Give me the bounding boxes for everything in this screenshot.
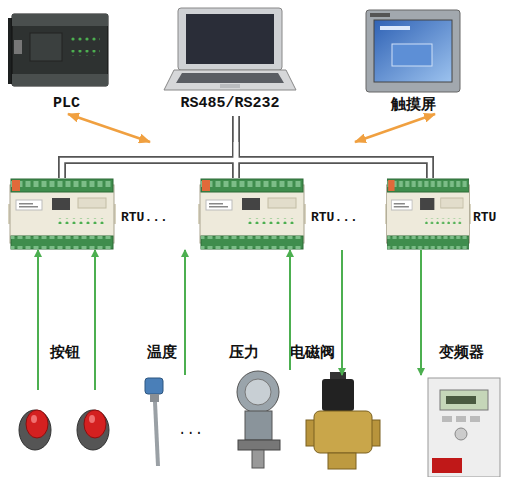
connectors — [38, 114, 435, 390]
solenoid-valve — [306, 372, 380, 469]
laptop — [164, 8, 296, 90]
signal-arrow — [94, 250, 96, 390]
panel-brand — [370, 13, 390, 17]
laptop-touchpad — [220, 84, 240, 88]
probe-fitting — [150, 394, 159, 402]
bus-line-gap — [234, 116, 239, 142]
signal-arrow — [341, 250, 343, 375]
computer-node: RS485/RS232 — [150, 5, 355, 142]
node-label: RS485/RS232 — [170, 95, 290, 112]
bus-line — [62, 142, 236, 178]
screen-graphic — [392, 44, 432, 66]
node-label: 压力 — [224, 343, 264, 362]
inverter-key — [442, 416, 452, 422]
push-buttons — [19, 410, 109, 450]
node-label: RTU... — [121, 210, 168, 225]
bus-line-gap — [236, 142, 430, 178]
temperature-probe — [145, 378, 163, 466]
button-housing — [77, 410, 109, 450]
button-highlight — [31, 415, 37, 423]
bus-stem — [236, 116, 237, 142]
valve-nut — [330, 372, 346, 380]
panel-screen — [374, 20, 452, 82]
laptop-keyboard — [176, 73, 284, 83]
rtu-module — [198, 179, 306, 249]
bus-line-gap — [234, 142, 239, 178]
bus-line-gap — [62, 142, 236, 178]
node-label: 电磁阀 — [288, 343, 336, 362]
transmitter-flange — [238, 440, 280, 450]
laptop-lid — [178, 8, 282, 70]
signal-arrow — [184, 250, 186, 375]
plc-port — [14, 40, 22, 54]
button-cap — [26, 410, 48, 438]
node-label: PLC — [8, 95, 125, 112]
plc-terminal-cover — [12, 14, 108, 26]
panel-bezel — [366, 10, 460, 92]
transmitter-head — [237, 371, 279, 413]
plc-node: PLC — [8, 5, 125, 114]
transmitter-face — [245, 379, 271, 405]
rtu-node: RTU... — [8, 178, 168, 250]
bus-line — [232, 142, 240, 178]
laptop-base — [164, 70, 296, 90]
laptop-screen — [186, 14, 274, 64]
node-label: 触摸屏 — [362, 95, 465, 114]
pressure-node: 压力 — [222, 370, 300, 475]
transmitter-stem — [252, 450, 264, 468]
node-label: RTU — [473, 210, 502, 225]
inverter-logo — [432, 458, 462, 473]
node-label: 按钮 — [45, 343, 85, 362]
plc-body — [12, 14, 108, 86]
probe-head — [145, 378, 163, 394]
valve-base — [328, 453, 356, 469]
bus-line — [232, 116, 240, 142]
link-arrow — [355, 114, 435, 142]
bus-gaps — [62, 142, 430, 178]
rtu-module — [8, 179, 116, 249]
node-label: RTU... — [311, 210, 358, 225]
signal-arrow — [37, 250, 39, 390]
display-digits — [446, 396, 476, 404]
rtu-node: RTU... — [180, 178, 358, 250]
ellipsis-label: ... — [178, 422, 203, 438]
button-housing — [19, 410, 51, 450]
signal-arrow — [420, 250, 422, 375]
touchscreen-node: 触摸屏 — [362, 5, 465, 114]
valve-body — [314, 411, 372, 453]
inverter-node: 变频器 — [412, 375, 500, 477]
inverter-display — [440, 390, 488, 410]
node-label: 变频器 — [436, 343, 486, 362]
plc-front-cover — [30, 33, 62, 61]
rtu-module — [385, 179, 471, 249]
bus-line — [236, 142, 430, 178]
plc-leds — [70, 36, 100, 42]
plc-leds — [70, 50, 100, 56]
node-label: 温度 — [142, 343, 182, 362]
rtu-node: RTU — [385, 178, 502, 250]
inverter-key — [470, 416, 480, 422]
valve-coil — [322, 379, 354, 411]
inverter-knob — [455, 428, 467, 440]
frequency-inverter — [428, 378, 500, 477]
transmitter-body — [245, 411, 272, 440]
pressure-transmitter — [237, 371, 280, 468]
screen-bar — [380, 26, 410, 30]
probe-rod — [155, 402, 158, 466]
button-cap — [84, 410, 106, 438]
touch-panel — [366, 10, 460, 92]
inverter-case — [428, 378, 500, 477]
button-highlight — [89, 415, 95, 423]
signal-arrow — [289, 250, 291, 370]
inverter-key — [456, 416, 466, 422]
plc-unit — [8, 14, 108, 86]
button-node: 按钮 — [5, 390, 125, 477]
link-arrow — [68, 114, 150, 142]
valve-node: 电磁阀 — [294, 375, 380, 475]
plc-terminal-cover — [12, 74, 108, 86]
